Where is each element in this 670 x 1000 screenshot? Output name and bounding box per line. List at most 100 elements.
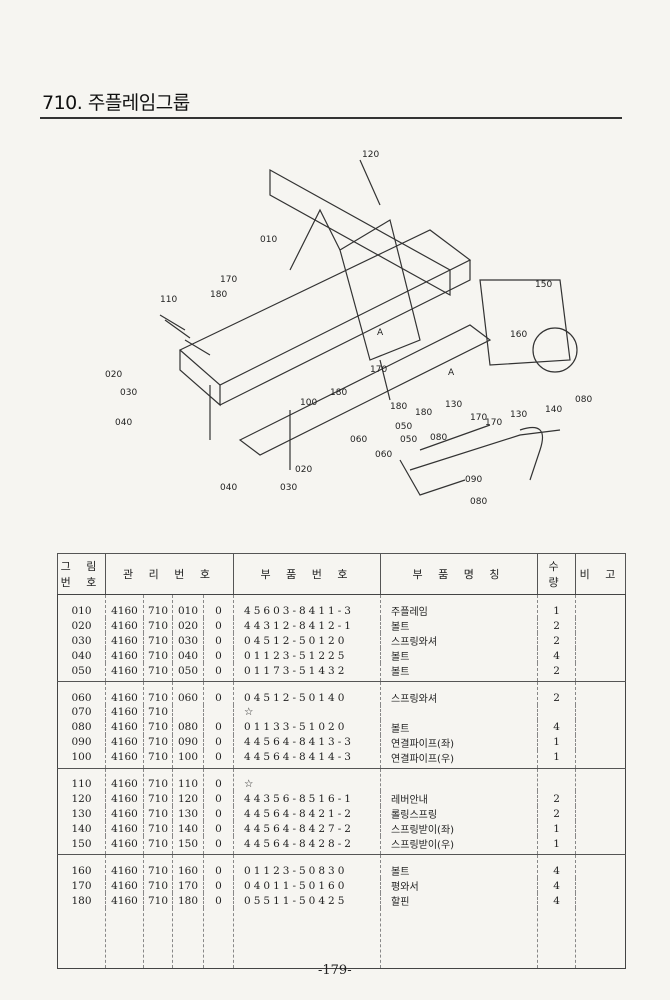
mgmt-item [172,705,204,720]
mgmt-code: 4160 [105,663,144,682]
figure-no: 160 [57,854,106,879]
callout-label: 180 [415,408,433,418]
part-number: 01173-51432 [233,663,382,682]
mgmt-rev: 0 [202,878,235,894]
empty-cell [143,908,173,970]
mgmt-group: 710 [143,878,173,894]
page-title: 710. 주플레임그룹 [42,92,190,114]
mgmt-rev: 0 [202,648,235,663]
mgmt-code: 4160 [105,633,144,648]
mgmt-item: 160 [172,854,204,879]
mgmt-group: 710 [143,594,173,618]
mgmt-rev: 0 [202,854,235,879]
remarks [575,749,627,769]
header-remarks: 비 고 [575,553,627,595]
mgmt-item: 080 [172,719,204,735]
mgmt-code: 4160 [105,734,144,750]
part-name: 볼트 [380,648,539,663]
callout-label: 050 [400,435,418,445]
figure-no: 140 [57,821,106,837]
part-name: 평와서 [380,878,539,894]
remarks [575,768,627,792]
mgmt-group: 710 [143,806,173,822]
quantity: 4 [537,648,577,663]
callout-label: 060 [350,435,368,445]
callout-label: 030 [120,388,138,398]
part-number: 44312-8412-1 [233,618,382,633]
mgmt-code: 4160 [105,594,144,618]
header-management-no: 관 리 번 호 [104,553,235,595]
mgmt-group: 710 [143,893,173,909]
callout-label: 170 [220,275,238,285]
part-name: 연결파이프(우) [380,749,539,769]
quantity: 1 [537,821,577,837]
callout-label: A [377,328,384,338]
callout-label: 110 [160,295,178,305]
remarks [575,618,627,633]
part-name: 볼트 [380,854,539,879]
mgmt-code: 4160 [105,836,144,856]
figure-no: 020 [57,618,106,633]
callout-label: 030 [280,483,298,493]
mgmt-code: 4160 [105,719,144,735]
callout-label: 170 [485,418,503,428]
empty-row [57,908,627,970]
quantity: 4 [537,878,577,894]
empty-cell [57,908,106,970]
remarks [575,719,627,735]
mgmt-group: 710 [143,633,173,648]
part-name: 연결파이프(좌) [380,734,539,750]
mgmt-rev: 0 [202,719,235,735]
part-number: 01123-50830 [233,854,382,879]
mgmt-code: 4160 [105,806,144,822]
callout-label: 160 [510,330,528,340]
part-name: 볼트 [380,719,539,735]
part-number: 05511-50425 [233,893,382,909]
figure-no: 010 [57,594,106,618]
mgmt-group: 710 [143,749,173,769]
callout-label: 140 [545,405,563,415]
quantity [537,705,577,720]
mgmt-item: 180 [172,893,204,909]
mgmt-group: 710 [143,719,173,735]
callout-label: 150 [535,280,553,290]
callout-label: 180 [330,388,348,398]
mgmt-rev: 0 [202,893,235,909]
empty-cell [172,908,204,970]
empty-cell [575,908,627,970]
remarks [575,648,627,663]
part-number: 44356-8516-1 [233,791,382,807]
mgmt-rev: 0 [202,681,235,705]
mgmt-rev: 0 [202,836,235,856]
mgmt-item: 170 [172,878,204,894]
mgmt-rev: 0 [202,633,235,648]
quantity: 1 [537,749,577,769]
title-divider [40,117,622,119]
mgmt-item: 120 [172,791,204,807]
callout-label: 040 [115,418,133,428]
callout-label: 090 [465,475,483,485]
mgmt-item: 040 [172,648,204,663]
mgmt-rev: 0 [202,821,235,837]
callout-label: A [448,368,455,378]
mgmt-group: 710 [143,648,173,663]
header-part-name: 부 품 명 칭 [380,553,539,595]
part-name: 스프링와셔 [380,681,539,705]
part-name: 스프링와셔 [380,633,539,648]
mgmt-group: 710 [143,663,173,682]
header-quantity: 수 량 [537,553,577,595]
mgmt-code: 4160 [105,648,144,663]
mgmt-code: 4160 [105,749,144,769]
part-name: 주플레임 [380,594,539,618]
mgmt-rev: 0 [202,663,235,682]
mgmt-item: 110 [172,768,204,792]
part-number: 04512-50120 [233,633,382,648]
